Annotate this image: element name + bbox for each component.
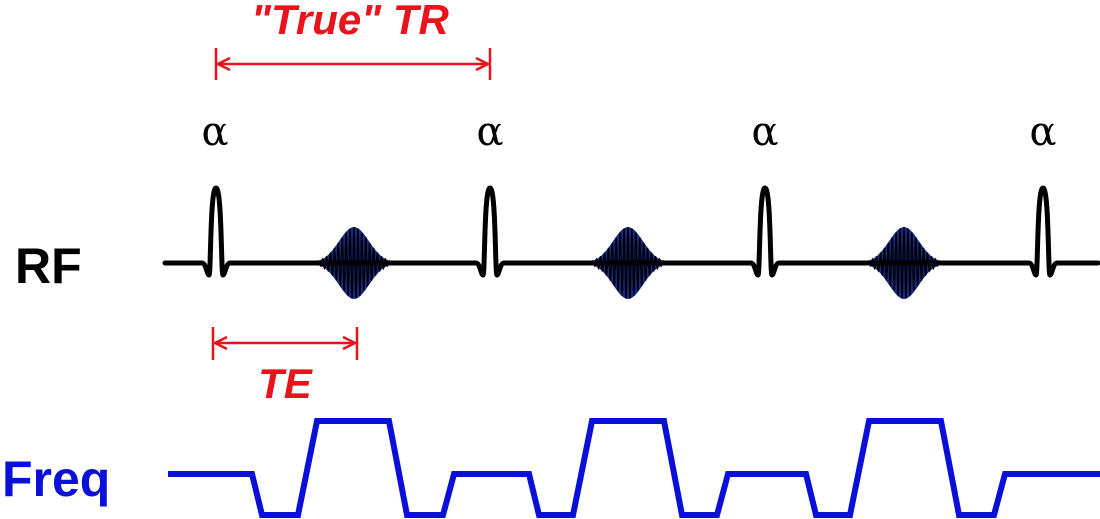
rf-waveform xyxy=(162,185,1100,278)
te-label: TE xyxy=(258,360,314,407)
te-annotation: TE xyxy=(211,327,359,407)
frequency-gradient-waveform xyxy=(168,418,1100,518)
freq-label: Freq xyxy=(2,451,110,507)
alpha-label-3: α xyxy=(751,109,778,155)
true-tr-label: "True" TR xyxy=(251,0,449,43)
alpha-label-2: α xyxy=(476,109,503,155)
alpha-label-1: α xyxy=(201,109,228,155)
alpha-label-4: α xyxy=(1029,109,1056,155)
true-tr-annotation: "True" TR xyxy=(214,0,492,80)
rf-label: RF xyxy=(15,238,82,294)
